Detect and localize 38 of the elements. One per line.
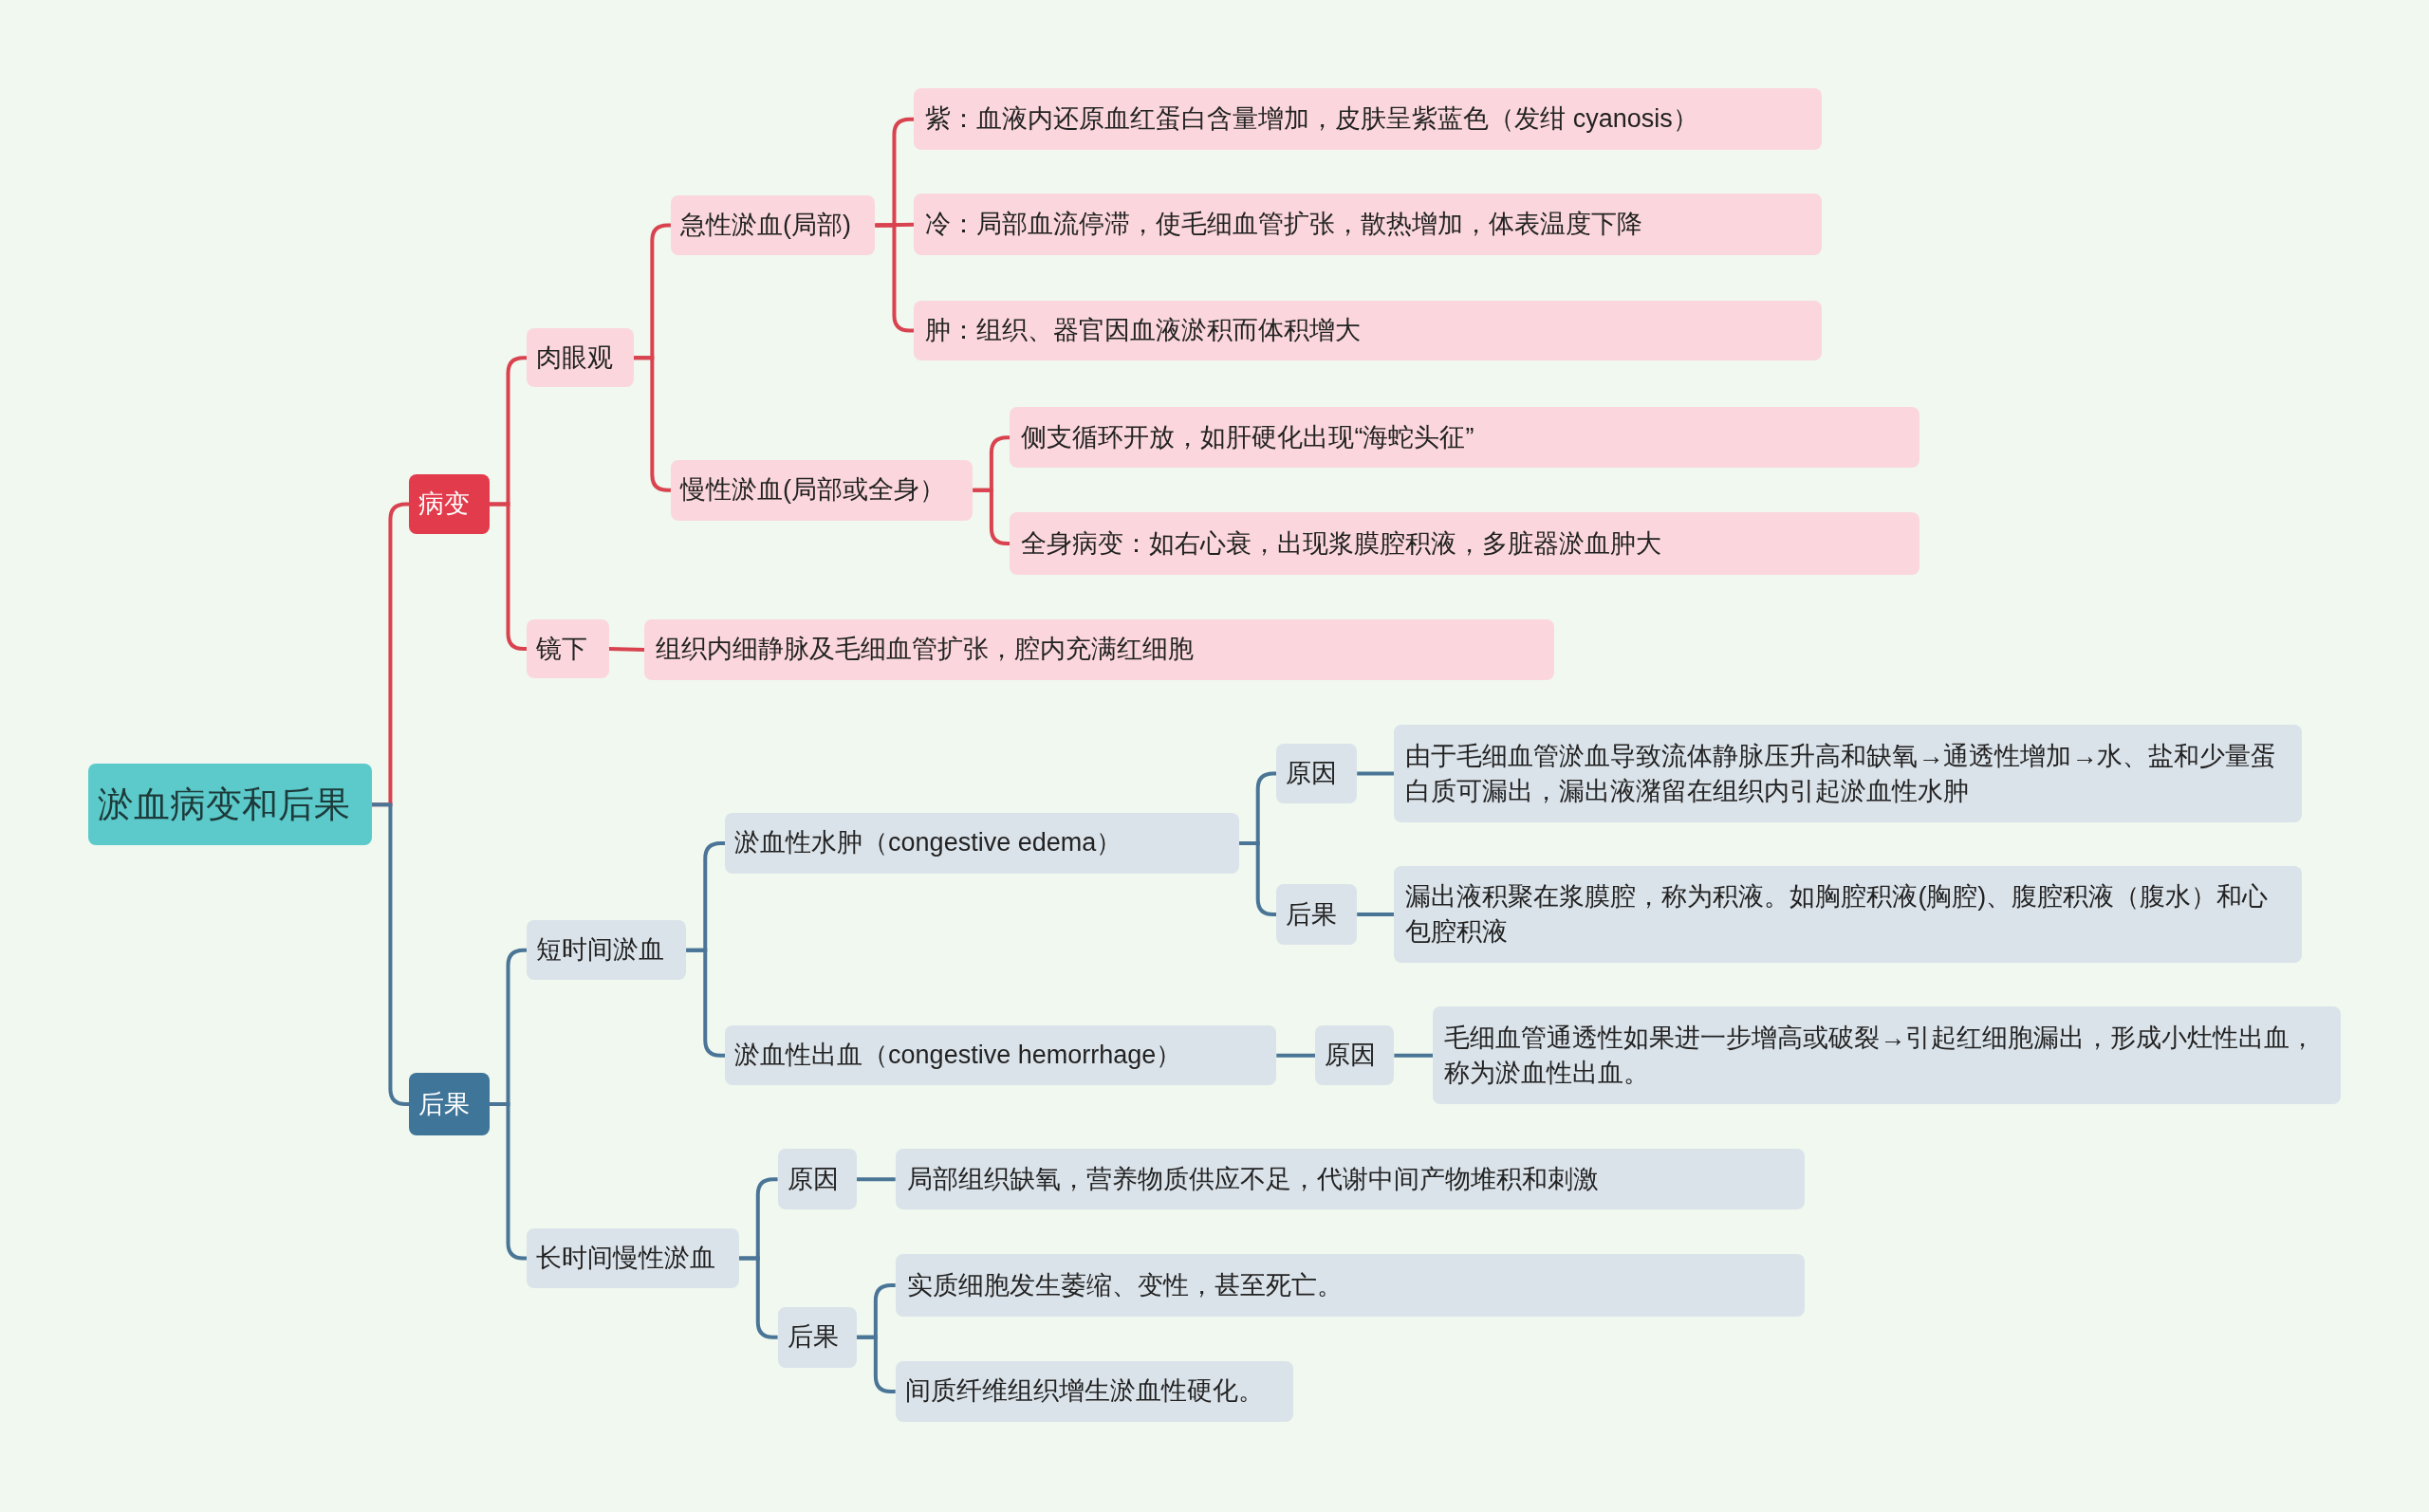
- topic-box: 间质纤维组织增生淤血性硬化。: [895, 1361, 1294, 1422]
- connector-line: [1357, 913, 1395, 917]
- topic-box: 侧支循环开放，如肝硬化出现“海蛇头征”: [1010, 407, 1919, 469]
- topic-box: 慢性淤血(局部或全身）: [670, 459, 973, 521]
- topic-box: 淤血性出血（congestive hemorrhage）: [725, 1024, 1277, 1086]
- topic-box: 原因: [1276, 743, 1358, 804]
- connector-line: [1357, 771, 1395, 776]
- topic-box: 局部组织缺氧，营养物质供应不足，代谢中间产物堆积和刺激: [895, 1149, 1806, 1210]
- topic-box: 紫：血液内还原血红蛋白含量增加，皮肤呈紫蓝色（发绀 cyanosis）: [914, 88, 1822, 151]
- topic-box: 全身病变：如右心衰，出现浆膜腔积液，多脏器淤血肿大: [1010, 512, 1919, 575]
- topic-box: 淤血性水肿（congestive edema）: [725, 813, 1240, 874]
- topic-box: 实质细胞发生萎缩、变性，甚至死亡。: [895, 1254, 1806, 1317]
- topic-box: 毛细血管通透性如果进一步增高或破裂→引起红细胞漏出，形成小灶性出血，称为淤血性出血。: [1433, 1006, 2341, 1105]
- connector-line: [608, 647, 645, 652]
- topic-box: 原因: [1315, 1024, 1395, 1086]
- connector-line: [875, 223, 915, 333]
- connector-line: [738, 1256, 778, 1339]
- root-topic-box: 淤血病变和后果: [88, 763, 372, 846]
- topic-box: 急性淤血(局部): [670, 194, 876, 256]
- connector-line: [856, 1335, 896, 1393]
- topic-box: 由于毛细血管淤血导致流体静脉压升高和缺氧→通透性增加→水、盐和少量蛋白质可漏出，漏出液潴留在组织内引起淤血性水肿: [1394, 725, 2303, 822]
- connector-line: [875, 222, 915, 228]
- topic-box: 肿：组织、器官因血液淤积而体积增大: [914, 300, 1822, 361]
- topic-box: 肉眼观: [527, 328, 634, 388]
- topic-box: 冷：局部血流停滞，使毛细血管扩张，散热增加，体表温度下降: [914, 194, 1822, 256]
- branch-box: 病变: [409, 473, 490, 535]
- branch-box: 后果: [409, 1073, 490, 1135]
- connector-line: [856, 1177, 896, 1182]
- topic-box: 后果: [1276, 884, 1358, 945]
- topic-box: 长时间慢性淤血: [527, 1227, 739, 1289]
- topic-box: 镜下: [527, 619, 609, 679]
- topic-box: 后果: [777, 1306, 857, 1368]
- topic-box: 短时间淤血: [527, 919, 687, 981]
- topic-box: 漏出液积聚在浆膜腔，称为积液。如胸腔积液(胸腔)、腹腔积液（腹水）和心包腔积液: [1394, 865, 2303, 964]
- connector-line: [1394, 1053, 1434, 1058]
- topic-box: 原因: [777, 1149, 857, 1210]
- connector-line: [1276, 1053, 1316, 1058]
- topic-box: 组织内细静脉及毛细血管扩张，腔内充满红细胞: [644, 619, 1554, 680]
